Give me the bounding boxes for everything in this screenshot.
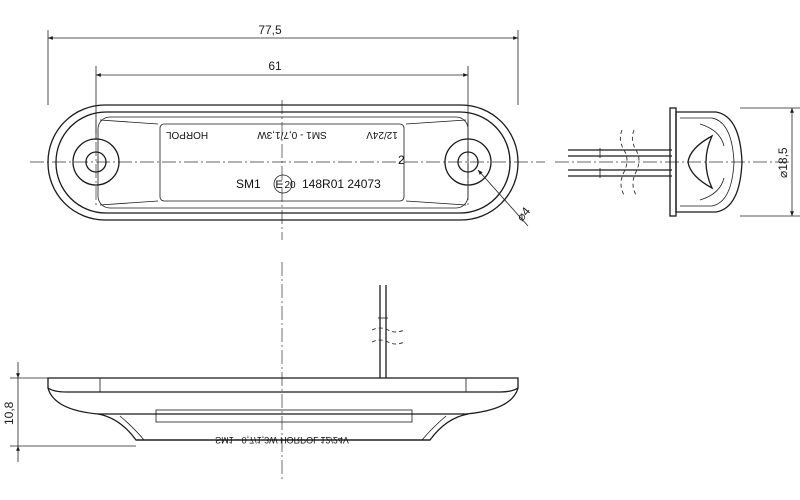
- mirrored-voltage-text: 12/24V: [366, 129, 398, 140]
- side-housing-inner: [680, 117, 735, 207]
- side-housing: [675, 111, 743, 213]
- approval-number: 148R01 24073: [302, 177, 381, 191]
- housing-outline: [47, 104, 519, 221]
- side-lens-shading: [699, 123, 725, 201]
- top-view: 12/24V SM1 - 0,7/1,3W HORPOL 2 SM1 E 20 …: [30, 23, 545, 240]
- approval-circle: [273, 174, 293, 194]
- wire-break-right: [631, 129, 640, 196]
- side-view: ⌀18,5: [555, 107, 800, 217]
- mirrored-model-text: SM1 - 0,7/1,3W: [257, 129, 327, 140]
- base-height-label: 10,8: [2, 401, 16, 425]
- side-lens-profile: [687, 134, 714, 190]
- front-body-shading: [119, 415, 447, 441]
- front-lens-band: [155, 409, 413, 423]
- approval-prefix: SM1: [236, 177, 261, 191]
- front-flange: [47, 377, 519, 393]
- approval-country-code: 20: [284, 180, 296, 191]
- lens-shoulders: [99, 119, 467, 206]
- lens-outline: [97, 116, 469, 209]
- mirrored-brand-text: HORPOL: [165, 129, 208, 140]
- lens-window: [159, 123, 405, 202]
- hole-spacing-label: 61: [268, 59, 282, 73]
- left-mounting-hole: [85, 151, 107, 173]
- right-mounting-hole: [457, 151, 479, 173]
- overall-length-label: 77,5: [258, 23, 282, 37]
- hole-diameter-leader: [477, 169, 529, 227]
- housing-rim: [55, 111, 511, 214]
- hole-diameter-label: ⌀4: [514, 204, 534, 224]
- approval-country: E: [275, 179, 282, 191]
- front-wire-break: [371, 327, 405, 345]
- front-view: SM1 - 0,7/1,3W HORPOL 12/24V 10,8: [2, 262, 519, 480]
- wire-break-left: [619, 129, 628, 196]
- front-mirrored-text: SM1 - 0,7/1,3W HORPOL 12/24V: [215, 435, 349, 445]
- side-height-label: ⌀18,5: [776, 147, 790, 178]
- position-mark: 2: [398, 153, 405, 167]
